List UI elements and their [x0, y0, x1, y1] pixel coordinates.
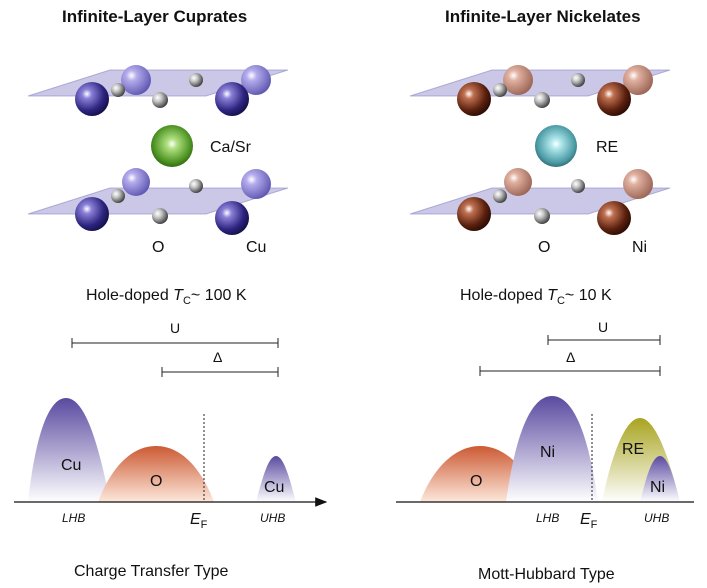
- right-ni-uhb-band: [640, 456, 680, 502]
- left-cu-atom: [122, 168, 150, 196]
- left-cu-atom: [75, 197, 109, 231]
- right-lhb-label: LHB: [536, 511, 559, 525]
- right-panel: Infinite-Layer Nickelates RE O Ni Hole-d…: [396, 7, 694, 583]
- ca-sr-atom: [151, 125, 193, 167]
- left-caption: Charge Transfer Type: [74, 563, 229, 580]
- right-tc-text: Hole-doped TC~ 10 K: [460, 287, 612, 307]
- left-o-atom: [189, 73, 203, 87]
- left-cu-lhb-band: [28, 398, 110, 502]
- left-cu-atom: [241, 65, 271, 95]
- right-ef-label: EF: [580, 511, 598, 531]
- left-cu-uhb-band: [256, 456, 296, 502]
- right-ni-atom: [597, 201, 631, 235]
- left-cu-atom: [215, 82, 249, 116]
- right-o-atom: [571, 73, 585, 87]
- right-ni-atom: [597, 82, 631, 116]
- right-title: Infinite-Layer Nickelates: [445, 7, 641, 26]
- left-band-o-label: O: [150, 473, 162, 490]
- right-ni-atom: [457, 197, 491, 231]
- left-title: Infinite-Layer Cuprates: [62, 7, 247, 26]
- re-label: RE: [596, 139, 618, 156]
- left-o-atom: [111, 189, 125, 203]
- right-o-atom: [493, 189, 507, 203]
- right-u-label: U: [598, 319, 608, 335]
- left-o-atom: [111, 83, 125, 97]
- right-band-ni-label: Ni: [540, 444, 555, 461]
- right-ni-label: Ni: [632, 239, 647, 256]
- left-delta-bar: [161, 367, 279, 377]
- right-ni-lhb-band: [506, 396, 598, 502]
- left-u-bar: [71, 338, 279, 348]
- right-band-re-label: RE: [622, 441, 644, 458]
- re-atom: [535, 125, 577, 167]
- left-cu-atom: [121, 65, 151, 95]
- left-tc-text: Hole-doped TC~ 100 K: [86, 287, 247, 307]
- right-ni-atom: [623, 169, 653, 199]
- left-o-atom: [189, 179, 203, 193]
- left-band-cu-label: Cu: [61, 457, 81, 474]
- left-delta-label: Δ: [213, 349, 222, 365]
- left-o-atom: [152, 208, 168, 224]
- left-uhb-label: UHB: [260, 511, 285, 525]
- right-ni-atom: [623, 65, 653, 95]
- left-cu-atom: [241, 169, 271, 199]
- right-caption: Mott-Hubbard Type: [478, 566, 615, 583]
- left-u-label: U: [170, 320, 180, 336]
- right-o-label: O: [538, 239, 550, 256]
- right-ni-atom: [504, 168, 532, 196]
- left-band-cu-upper-label: Cu: [264, 479, 284, 496]
- right-ni-atom: [503, 65, 533, 95]
- left-panel: Infinite-Layer Cuprates Ca/Sr O Cu Hole-…: [14, 7, 328, 580]
- left-lhb-label: LHB: [62, 511, 85, 525]
- right-ni-atom: [457, 82, 491, 116]
- right-band-o-label: O: [470, 473, 482, 490]
- right-delta-label: Δ: [566, 349, 575, 365]
- left-o-atom: [152, 92, 168, 108]
- ca-sr-label: Ca/Sr: [210, 139, 252, 156]
- left-cu-label: Cu: [246, 239, 266, 256]
- right-o-atom: [534, 92, 550, 108]
- left-ef-label: EF: [190, 511, 208, 531]
- left-o-label: O: [152, 239, 164, 256]
- right-o-atom: [493, 83, 507, 97]
- left-cu-atom: [75, 82, 109, 116]
- right-uhb-label: UHB: [644, 511, 669, 525]
- right-o-atom: [571, 179, 585, 193]
- right-o-atom: [534, 208, 550, 224]
- right-delta-bar: [479, 366, 661, 376]
- right-u-bar: [547, 335, 661, 345]
- right-band-ni-upper-label: Ni: [650, 479, 665, 496]
- left-cu-atom: [215, 201, 249, 235]
- left-o-band: [98, 446, 214, 502]
